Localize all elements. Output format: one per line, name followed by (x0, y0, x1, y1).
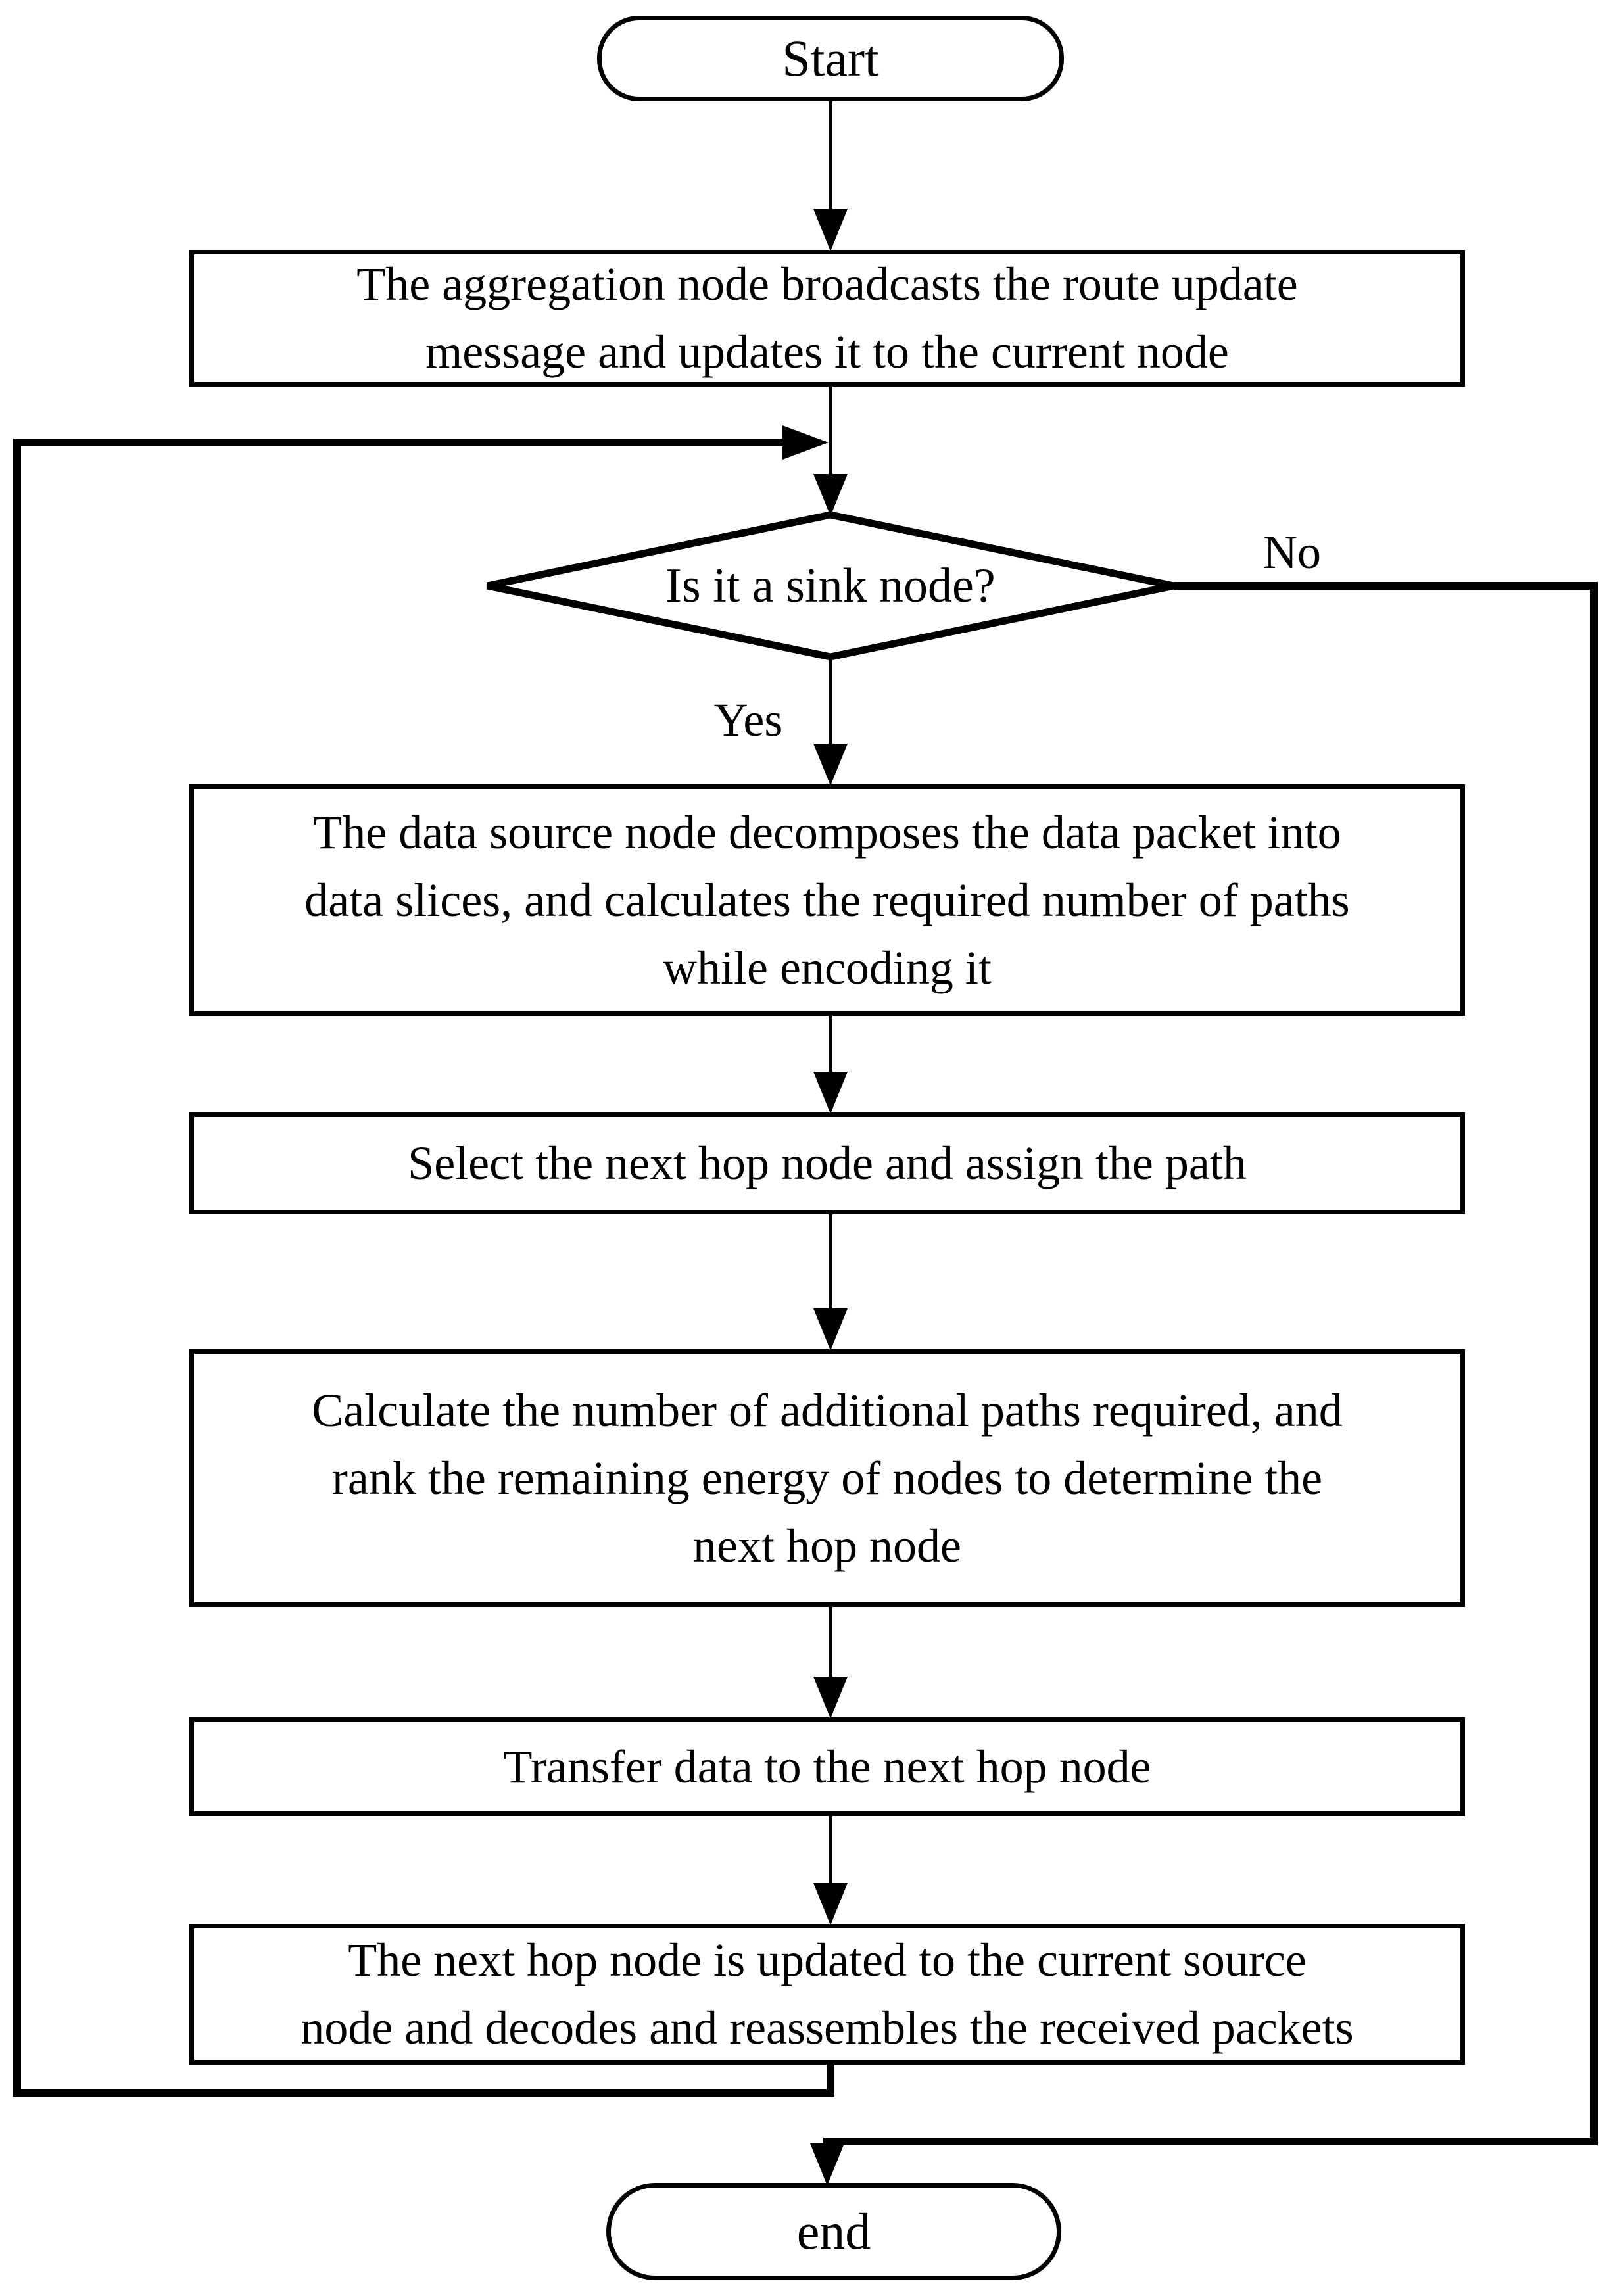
arrowhead-down-icon (813, 1072, 848, 1114)
start-terminator: Start (597, 16, 1064, 101)
connector-decision-yes (813, 656, 848, 786)
process-box-transfer-data: Transfer data to the next hop node (189, 1717, 1465, 1816)
process-box-update-next-hop: The next hop node is updated to the curr… (189, 1924, 1465, 2065)
loop-back-line (13, 439, 834, 2097)
arrowhead-down-icon (813, 744, 848, 786)
arrowhead-down-icon (813, 1677, 848, 1719)
connector-loop-back (13, 425, 834, 2097)
connector-calculate-to-transfer (813, 1606, 848, 1719)
decision-question: Is it a sink node? (665, 558, 996, 613)
connector-select-to-calculate (813, 1213, 848, 1351)
connector-transfer-to-update (813, 1815, 848, 1925)
end-terminator: end (606, 2183, 1061, 2280)
arrowhead-right-icon (782, 425, 829, 460)
connector-start-to-broadcast (813, 100, 848, 251)
yes-branch-label: Yes (713, 693, 783, 746)
no-branch-line (823, 582, 1598, 2145)
process-box-decompose-data-packet: The data source node decomposes the data… (189, 784, 1465, 1016)
arrowhead-down-icon (810, 2143, 844, 2186)
arrowhead-down-icon (813, 209, 848, 251)
process-box-broadcast-route-update: The aggregation node broadcasts the rout… (189, 250, 1465, 387)
connector-decision-no (810, 582, 1598, 2186)
process-box-select-next-hop: Select the next hop node and assign the … (189, 1112, 1465, 1214)
arrowhead-down-icon (813, 1308, 848, 1351)
no-branch-label: No (1263, 525, 1321, 579)
arrowhead-down-icon (813, 1883, 848, 1925)
process-box-calculate-additional-paths: Calculate the number of additional paths… (189, 1349, 1465, 1607)
connector-decompose-to-select (813, 1015, 848, 1114)
arrowhead-down-icon (813, 474, 848, 516)
connector-broadcast-to-decision (813, 385, 848, 516)
